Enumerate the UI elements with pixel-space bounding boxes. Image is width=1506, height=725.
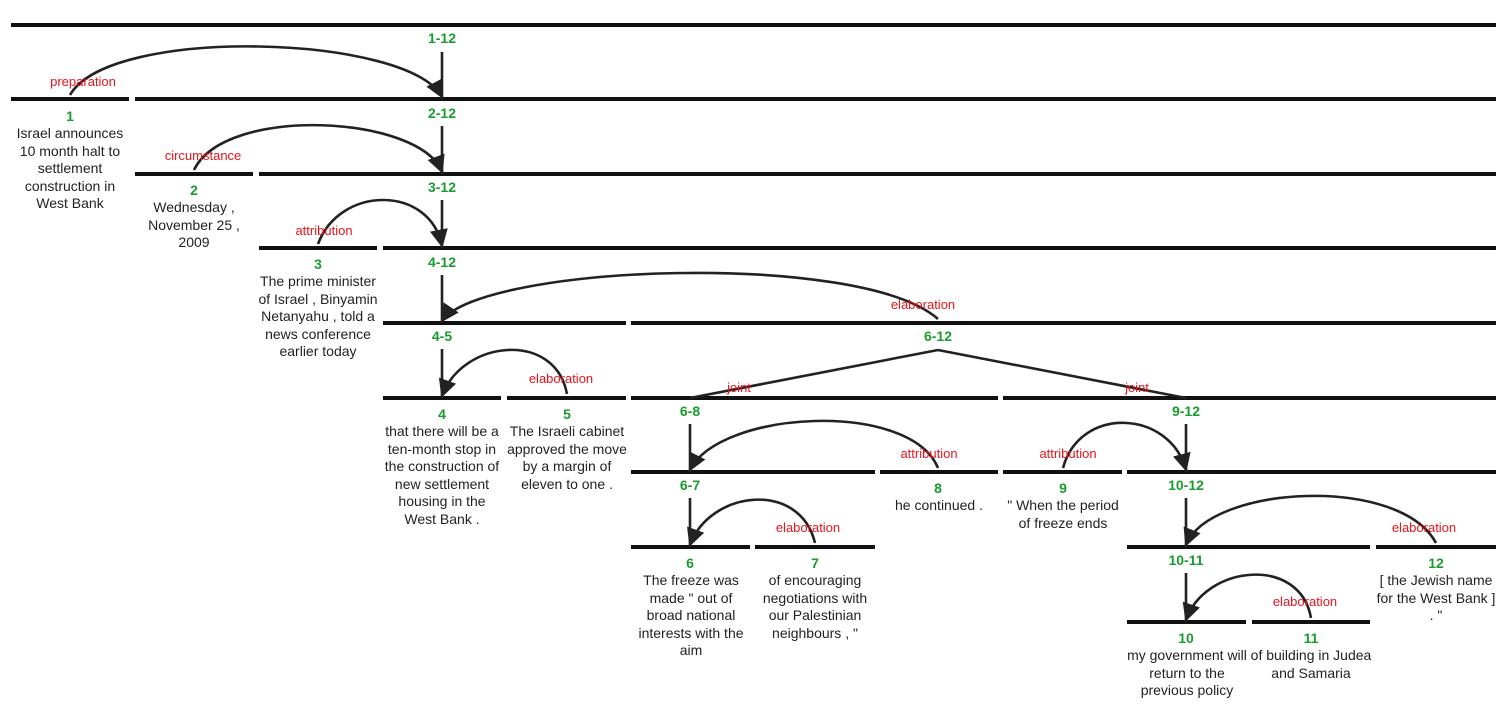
span-label-10-12: 10-12 xyxy=(1168,477,1204,493)
arc-elaboration-7 xyxy=(687,498,817,547)
edu-number-9: 9 xyxy=(1059,480,1067,496)
edu-number-3: 3 xyxy=(314,256,322,272)
arc-attribution-9 xyxy=(1061,421,1191,472)
relation-label-attribution-9: attribution xyxy=(1039,446,1096,461)
relation-label-attribution-3: attribution xyxy=(295,223,352,238)
arc-elaboration-12 xyxy=(1183,494,1438,547)
edu-text-4: that there will be a ten-month stop in t… xyxy=(384,423,500,527)
edu-text-5: The Israeli cabinet approved the move by… xyxy=(507,423,627,492)
relation-label-elaboration-7: elaboration xyxy=(776,520,840,535)
span-label-6-7: 6-7 xyxy=(680,477,700,493)
edu-text-10: my government will return to the previou… xyxy=(1127,647,1247,698)
relation-label-preparation: preparation xyxy=(50,74,116,89)
edu-number-10: 10 xyxy=(1178,630,1194,646)
edu-number-11: 11 xyxy=(1304,630,1319,646)
edu-number-7: 7 xyxy=(811,555,819,571)
joint-line-right xyxy=(937,348,1187,400)
arc-elaboration-11 xyxy=(1182,573,1313,622)
relation-label-elaboration-5: elaboration xyxy=(529,371,593,386)
span-label-10-11: 10-11 xyxy=(1168,552,1203,568)
edu-number-4: 4 xyxy=(438,406,446,422)
arc-elaboration-5 xyxy=(438,348,569,398)
edu-text-7: of encouraging negotiations with our Pal… xyxy=(762,572,868,641)
span-label-6-12: 6-12 xyxy=(924,328,952,344)
relation-label-circumstance: circumstance xyxy=(165,148,242,163)
edu-number-12: 12 xyxy=(1428,555,1444,571)
edu-text-2: Wednesday , November 25 , 2009 xyxy=(148,199,240,250)
relation-label-elaboration-12: elaboration xyxy=(1392,520,1456,535)
edu-text-3: The prime minister of Israel , Binyamin … xyxy=(258,273,378,359)
arc-elaboration-6-12 xyxy=(440,271,939,323)
relation-label-elaboration-6-12: elaboration xyxy=(891,297,955,312)
edu-text-1: Israel announces 10 month halt to settle… xyxy=(16,125,124,211)
edu-number-6: 6 xyxy=(686,555,694,571)
relation-label-attribution-8: attribution xyxy=(900,446,957,461)
span-label-9-12: 9-12 xyxy=(1172,403,1200,419)
edu-number-1: 1 xyxy=(66,108,74,124)
joint-line-left xyxy=(689,348,939,400)
arc-preparation xyxy=(68,45,444,99)
span-label-1-12: 1-12 xyxy=(428,30,456,46)
span-label-4-12: 4-12 xyxy=(428,254,456,270)
relation-label-joint-left: joint xyxy=(726,380,751,395)
edu-text-12: [ the Jewish name for the West Bank ] . … xyxy=(1376,572,1496,623)
edu-text-11: of building in Judea and Samaria xyxy=(1250,647,1372,681)
arc-circumstance xyxy=(192,123,445,174)
edu-number-8: 8 xyxy=(934,480,942,496)
edu-text-9: " When the period of freeze ends xyxy=(1007,497,1119,531)
edu-text-8: he continued . xyxy=(895,497,983,513)
arc-attribution-8 xyxy=(688,419,940,472)
edu-number-2: 2 xyxy=(190,182,198,198)
span-label-2-12: 2-12 xyxy=(428,105,456,121)
span-label-4-5: 4-5 xyxy=(432,328,452,344)
span-label-3-12: 3-12 xyxy=(428,179,456,195)
relation-label-joint-right: joint xyxy=(1124,380,1149,395)
span-label-6-8: 6-8 xyxy=(680,403,700,419)
arc-attribution-3 xyxy=(316,198,448,248)
relation-label-elaboration-11: elaboration xyxy=(1273,594,1337,609)
edu-number-5: 5 xyxy=(563,406,571,422)
edu-text-6: The freeze was made " out of broad natio… xyxy=(638,572,744,658)
